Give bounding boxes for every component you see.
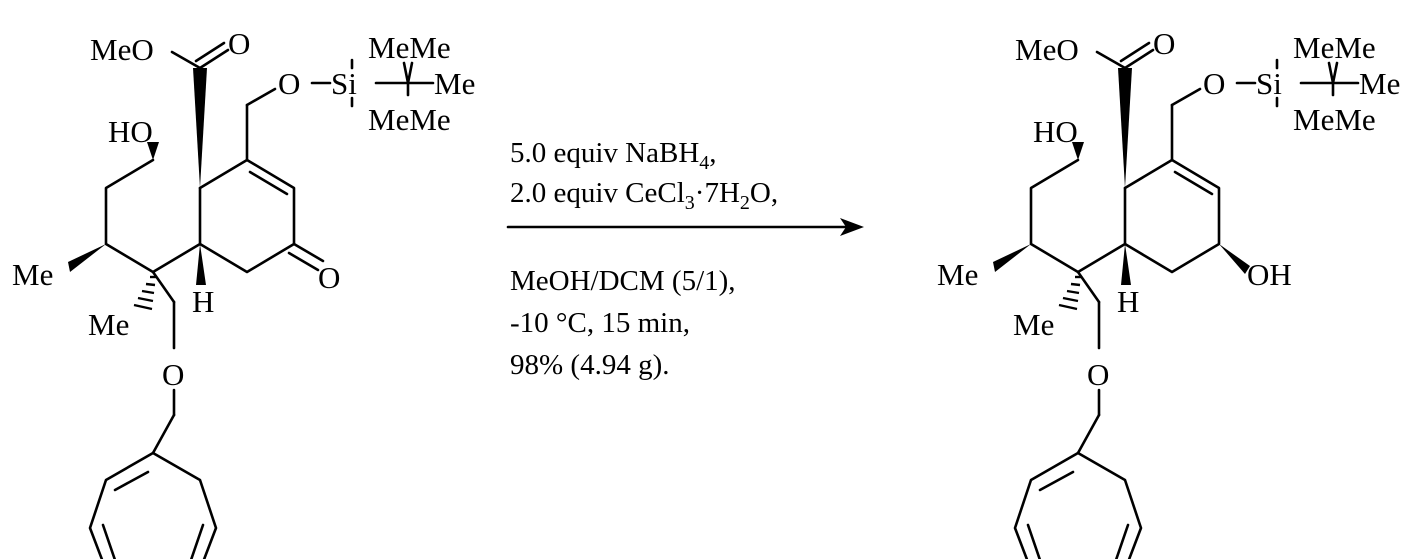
methyl-wedge — [68, 244, 106, 272]
yield-condition: 98% (4.94 g). — [510, 349, 669, 381]
benzyl-ether-chain — [1076, 270, 1101, 455]
ester-carbonyl-o-label: O — [228, 26, 250, 61]
tbu-methyl-label: Me — [434, 66, 475, 101]
hydroxyl-label: HO — [108, 114, 153, 149]
ester-group — [170, 41, 230, 70]
ketone-o-label: O — [318, 260, 340, 295]
starting-material-structure: MeO O O Si MeMe MeMe Me HO O Me Me H O — [12, 26, 475, 559]
silicon-label: Si — [331, 66, 357, 101]
ring-b-bonds — [1123, 158, 1221, 274]
hydroxyl-wedge — [1072, 142, 1084, 160]
benzyl-ether-o-label: O — [1087, 357, 1109, 392]
methyl-left-label: Me — [937, 257, 978, 292]
hydroxyl-wedge — [147, 142, 159, 160]
methyl-hash — [1058, 275, 1081, 311]
si-methyl-bottom-label: MeMe — [368, 102, 451, 137]
reagent-2: 2.0 equiv CeCl3·7H2O, — [510, 177, 778, 214]
methyl-hash — [133, 275, 156, 311]
si-methyl-top-label: MeMe — [368, 30, 451, 65]
silyl-ether-chain — [245, 58, 435, 162]
solvent-condition: MeOH/DCM (5/1), — [510, 265, 736, 297]
silyl-ether-o-label: O — [278, 66, 300, 101]
ring-b-bonds — [198, 158, 296, 274]
ring-fusion-h-label: H — [192, 284, 214, 319]
ester-methoxy-label: MeO — [90, 32, 154, 67]
ester-carbonyl-o-label: O — [1153, 26, 1175, 61]
ring-fusion-h-label: H — [1117, 284, 1139, 319]
temperature-time-condition: -10 °C, 15 min, — [510, 307, 690, 339]
benzyl-ether-o-label: O — [162, 357, 184, 392]
methyl-quaternary-label: Me — [88, 307, 129, 342]
benzyl-ether-chain — [151, 270, 176, 455]
methyl-left-label: Me — [12, 257, 53, 292]
silyl-ether-chain — [1170, 58, 1360, 162]
ring-a-bonds — [104, 158, 202, 274]
hydroxyl-label: HO — [1033, 114, 1078, 149]
si-methyl-top-label: MeMe — [1293, 30, 1376, 65]
phenyl-ring — [88, 451, 218, 559]
silyl-ether-o-label: O — [1203, 66, 1225, 101]
ketone-group — [287, 242, 325, 272]
ring-fusion-h-wedge — [196, 244, 206, 285]
si-methyl-bottom-label: MeMe — [1293, 102, 1376, 137]
ring-a-bonds — [1029, 158, 1127, 274]
ester-wedge — [193, 68, 207, 188]
new-hydroxyl-wedge — [1219, 244, 1250, 274]
new-hydroxyl-label: OH — [1247, 257, 1292, 292]
reagent-1: 5.0 equiv NaBH4, — [510, 137, 717, 174]
arrow-head-icon — [840, 218, 864, 236]
ester-methoxy-label: MeO — [1015, 32, 1079, 67]
reaction-arrow — [506, 218, 864, 236]
methyl-quaternary-label: Me — [1013, 307, 1054, 342]
product-structure: MeO O O Si MeMe MeMe Me HO OH Me Me H O — [937, 26, 1400, 559]
methyl-wedge — [993, 244, 1031, 272]
reaction-conditions: 5.0 equiv NaBH4, 2.0 equiv CeCl3·7H2O, M… — [510, 137, 778, 381]
ester-group — [1095, 41, 1155, 70]
silicon-label: Si — [1256, 66, 1282, 101]
tbu-methyl-label: Me — [1359, 66, 1400, 101]
ester-wedge — [1118, 68, 1132, 188]
phenyl-ring — [1013, 451, 1143, 559]
ring-fusion-h-wedge — [1121, 244, 1131, 285]
